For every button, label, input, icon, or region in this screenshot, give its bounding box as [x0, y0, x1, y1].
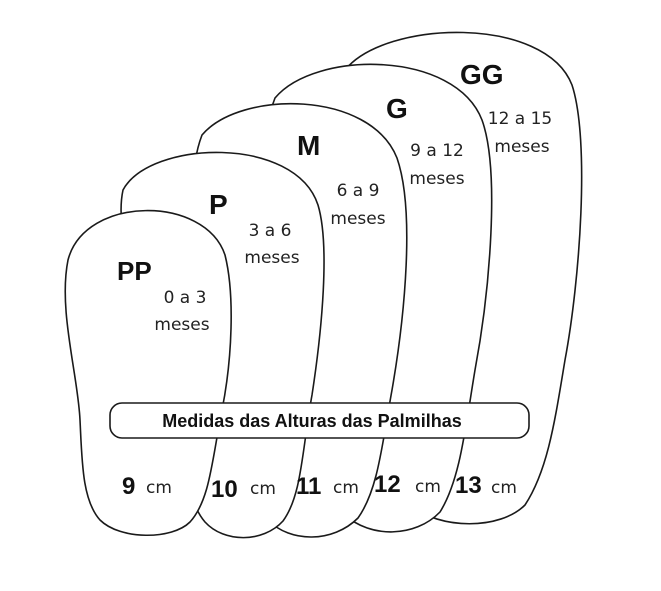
- height-value-p: 10: [211, 476, 238, 503]
- height-unit-m: cm: [333, 478, 359, 498]
- age-range-m: 6 a 9: [337, 181, 380, 201]
- age-unit-pp: meses: [154, 315, 209, 335]
- age-range-g: 9 a 12: [410, 141, 464, 161]
- age-unit-m: meses: [330, 209, 385, 229]
- height-value-pp: 9: [122, 473, 135, 500]
- height-value-gg: 13: [455, 472, 482, 499]
- height-value-g: 12: [374, 471, 401, 498]
- size-code-gg: GG: [460, 59, 504, 90]
- insole-outline-pp: [64, 209, 232, 537]
- size-code-pp: PP: [117, 256, 152, 286]
- height-value-m: 11: [296, 473, 321, 500]
- age-range-p: 3 a 6: [249, 221, 292, 241]
- height-unit-pp: cm: [146, 478, 172, 498]
- age-unit-gg: meses: [494, 137, 549, 157]
- age-unit-g: meses: [409, 169, 464, 189]
- age-unit-p: meses: [244, 248, 299, 268]
- size-code-p: P: [209, 189, 228, 220]
- banner-box: [109, 402, 530, 439]
- height-unit-g: cm: [415, 477, 441, 497]
- age-range-gg: 12 a 15: [488, 109, 553, 129]
- height-unit-gg: cm: [491, 478, 517, 498]
- age-range-pp: 0 a 3: [164, 288, 207, 308]
- size-code-m: M: [297, 130, 320, 161]
- banner-title: Medidas das Alturas das Palmilhas: [162, 411, 461, 431]
- size-code-g: G: [386, 93, 408, 124]
- height-unit-p: cm: [250, 479, 276, 499]
